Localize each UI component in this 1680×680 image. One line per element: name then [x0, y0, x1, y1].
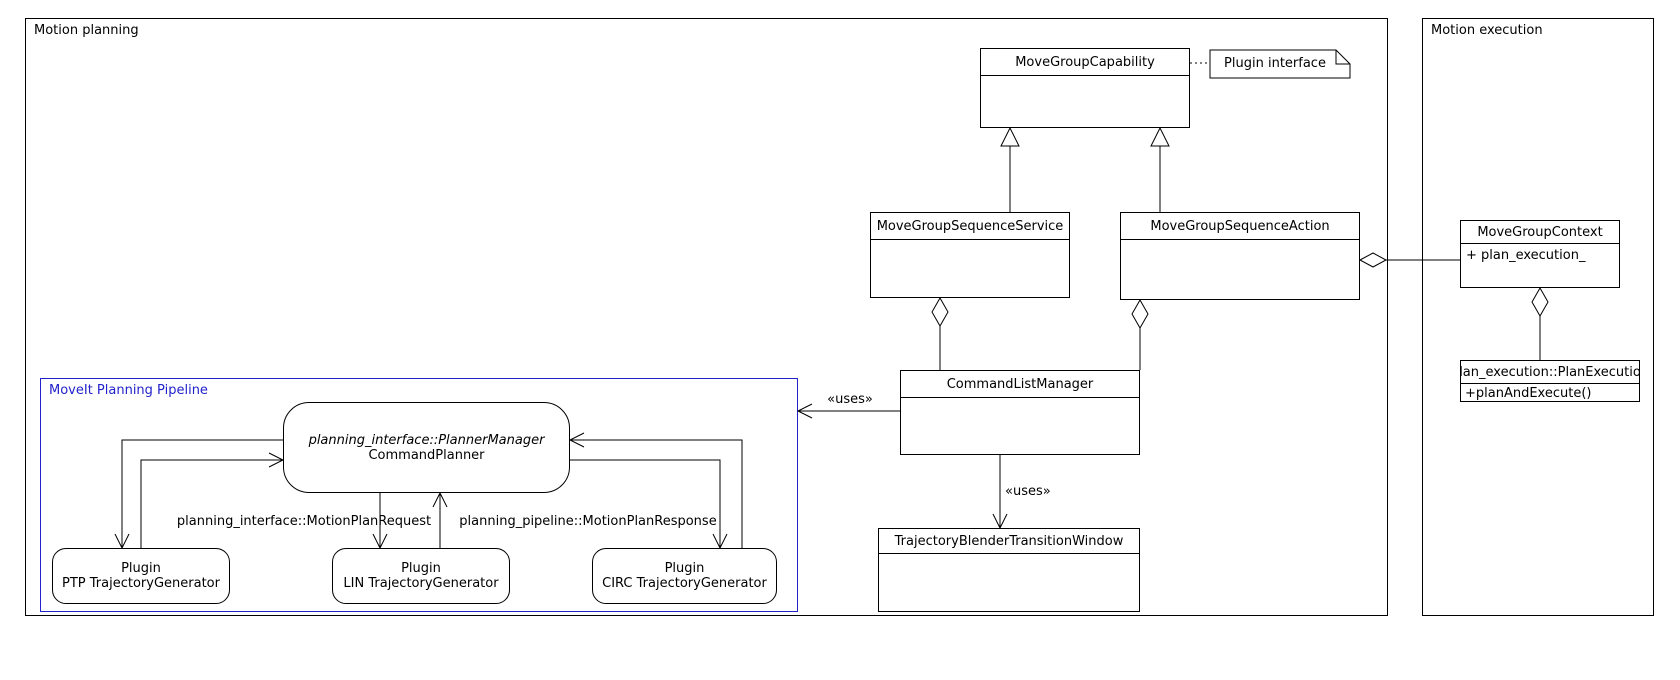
- flow-circ-to-planner: [568, 432, 743, 548]
- class-movegroupsequenceaction-body: [1121, 240, 1359, 299]
- note-plugin-interface-label: Plugin interface: [1224, 56, 1326, 71]
- flow-lin-to-planner: [432, 491, 448, 548]
- pipeline-region: MoveIt Planning Pipeline: [40, 378, 798, 612]
- class-planexecution-title: plan_execution::PlanExecution: [1461, 361, 1639, 384]
- class-movegroupcapability-body: [981, 76, 1189, 127]
- node-circ-generator-name: CIRC TrajectoryGenerator: [602, 576, 767, 591]
- label-uses-pipeline: «uses»: [827, 392, 873, 407]
- node-plannermanager-interface: planning_interface::PlannerManager: [308, 432, 545, 448]
- node-plannermanager-name: CommandPlanner: [368, 447, 485, 463]
- flow-ptp-to-planner: [140, 452, 285, 548]
- node-circ-generator-kind: Plugin: [664, 561, 705, 576]
- frame-motion-planning-label: Motion planning: [34, 23, 139, 38]
- class-commandlistmanager: CommandListManager: [900, 370, 1140, 455]
- class-movegroupsequenceservice: MoveGroupSequenceService: [870, 212, 1070, 298]
- pipeline-region-label: MoveIt Planning Pipeline: [49, 383, 208, 398]
- class-movegroupcontext-attribute: + plan_execution_: [1466, 247, 1586, 263]
- flow-planner-to-ptp: [114, 439, 283, 550]
- node-ptp-generator-name: PTP TrajectoryGenerator: [62, 576, 220, 591]
- node-lin-generator-name: LIN TrajectoryGenerator: [343, 576, 499, 591]
- class-planexecution-operation: +planAndExecute(): [1465, 386, 1592, 401]
- node-ptp-generator: Plugin PTP TrajectoryGenerator: [52, 548, 230, 604]
- class-movegroupsequenceaction: MoveGroupSequenceAction: [1120, 212, 1360, 300]
- inheritance-service-to-capability: [1000, 126, 1020, 212]
- node-ptp-generator-kind: Plugin: [121, 561, 161, 576]
- frame-motion-execution-label: Motion execution: [1431, 23, 1543, 38]
- class-movegroupsequenceaction-title: MoveGroupSequenceAction: [1121, 213, 1359, 240]
- node-lin-generator: Plugin LIN TrajectoryGenerator: [332, 548, 510, 604]
- class-trajectoryblendertransitionwindow-title: TrajectoryBlenderTransitionWindow: [879, 529, 1139, 554]
- frame-motion-planning: Motion planning: [25, 18, 1388, 616]
- class-movegroupcontext-body: [1461, 266, 1619, 287]
- label-uses-blender: «uses»: [1005, 484, 1051, 499]
- class-commandlistmanager-title: CommandListManager: [901, 371, 1139, 398]
- label-motionplanrequest: planning_interface::MotionPlanRequest: [176, 514, 432, 529]
- flow-planner-to-circ: [570, 459, 728, 550]
- class-movegroupcapability-title: MoveGroupCapability: [981, 49, 1189, 76]
- class-movegroupcontext: MoveGroupContext + plan_execution_: [1460, 220, 1620, 288]
- note-shape: [1209, 49, 1351, 79]
- label-motionplanresponse: planning_pipeline::MotionPlanResponse: [459, 514, 717, 529]
- aggregation-service-to-commandlist: [931, 296, 949, 370]
- aggregation-action-to-commandlist: [1131, 298, 1149, 370]
- class-movegroupcontext-title: MoveGroupContext: [1461, 221, 1619, 244]
- class-trajectoryblendertransitionwindow-body: [879, 554, 1139, 611]
- class-movegroupcapability: MoveGroupCapability: [980, 48, 1190, 128]
- node-circ-generator: Plugin CIRC TrajectoryGenerator: [592, 548, 777, 604]
- inheritance-action-to-capability: [1150, 126, 1170, 212]
- uses-arrow-commandlist-to-pipeline: [796, 403, 900, 419]
- class-planexecution: plan_execution::PlanExecution +planAndEx…: [1460, 360, 1640, 402]
- node-lin-generator-kind: Plugin: [401, 561, 441, 576]
- class-commandlistmanager-body: [901, 398, 1139, 454]
- node-plannermanager: planning_interface::PlannerManager Comma…: [283, 402, 570, 493]
- aggregation-action-to-context: [1358, 252, 1460, 268]
- frame-motion-execution: Motion execution: [1422, 18, 1654, 616]
- class-movegroupsequenceservice-title: MoveGroupSequenceService: [871, 213, 1069, 240]
- aggregation-context-to-planexecution: [1531, 286, 1549, 360]
- class-trajectoryblendertransitionwindow: TrajectoryBlenderTransitionWindow: [878, 528, 1140, 612]
- class-movegroupsequenceservice-body: [871, 240, 1069, 297]
